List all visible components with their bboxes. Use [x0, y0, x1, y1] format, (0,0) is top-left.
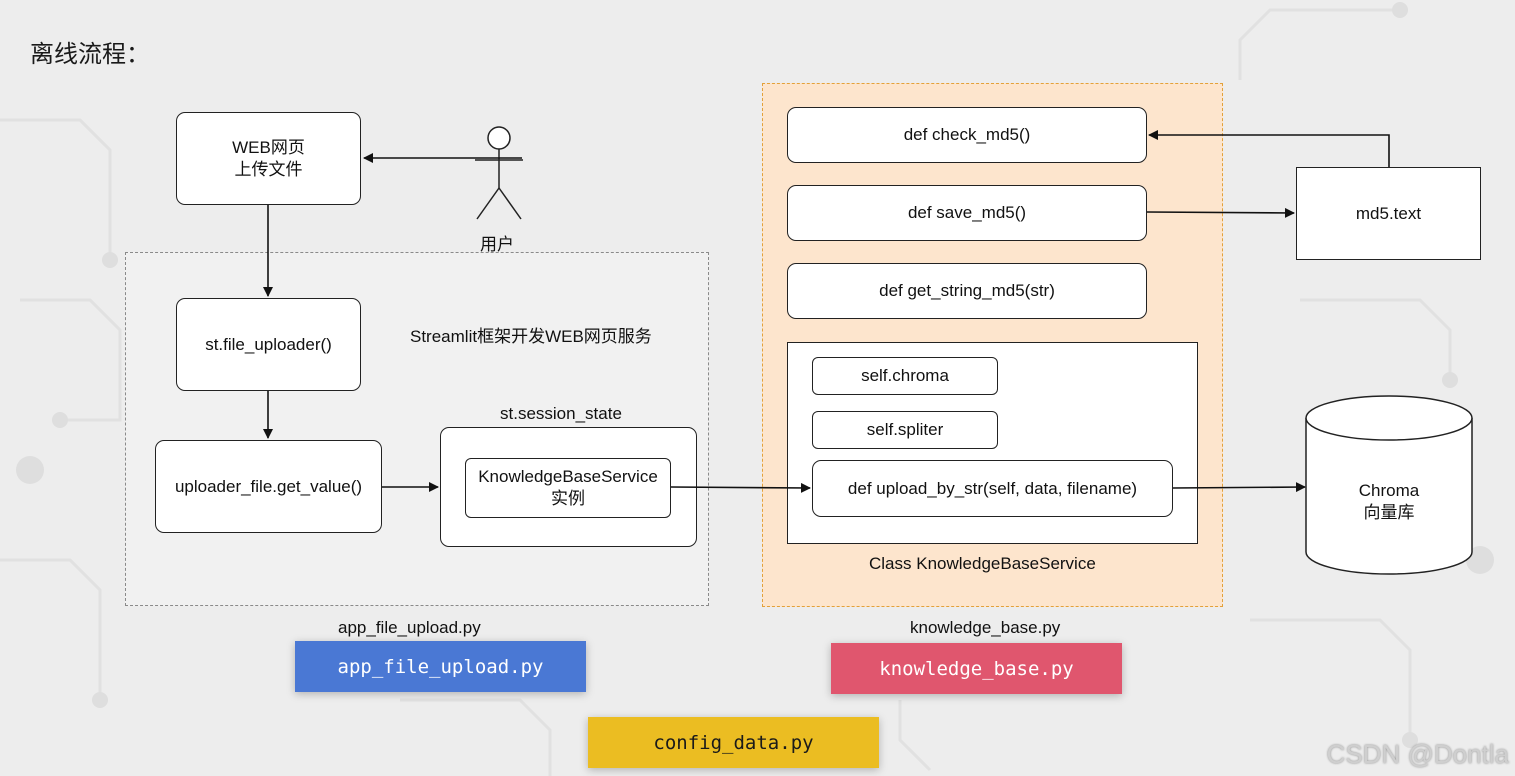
self-spliter-text: self.spliter: [866, 420, 944, 439]
session-state-label: st.session_state: [500, 404, 622, 423]
knowledge-base-button[interactable]: knowledge_base.py: [831, 643, 1122, 694]
config-data-button[interactable]: config_data.py: [588, 717, 879, 768]
class-label: Class KnowledgeBaseService: [869, 554, 1096, 573]
app-file-upload-button[interactable]: app_file_upload.py: [295, 641, 586, 692]
csdn-watermark: CSDN @Dontla: [1326, 739, 1509, 769]
md5-text-node: md5.text: [1296, 167, 1481, 260]
get-value-text: uploader_file.get_value(): [174, 476, 363, 496]
chroma-line1: Chroma: [1358, 481, 1420, 500]
upload-by-str-node: def upload_by_str(self, data, filename): [812, 460, 1173, 517]
right-caption: knowledge_base.py: [910, 618, 1061, 637]
self-chroma-node: self.chroma: [812, 357, 998, 395]
left-caption: app_file_upload.py: [338, 618, 481, 637]
save-md5-text: def save_md5(): [907, 203, 1027, 222]
get-string-md5-text: def get_string_md5(str): [879, 281, 1055, 300]
chroma-label: Chroma 向量库: [1300, 480, 1478, 524]
user-label: 用户: [480, 235, 514, 254]
kbs-instance-node: KnowledgeBaseService 实例: [465, 458, 671, 518]
check-md5-text: def check_md5(): [903, 125, 1031, 144]
self-chroma-text: self.chroma: [861, 366, 949, 385]
user-actor-icon: [475, 126, 523, 220]
get-string-md5-node: def get_string_md5(str): [787, 263, 1147, 319]
web-upload-node: WEB网页 上传文件: [176, 112, 361, 205]
save-md5-node: def save_md5(): [787, 185, 1147, 241]
web-upload-line2: 上传文件: [234, 159, 303, 179]
web-upload-line1: WEB网页: [232, 137, 305, 157]
chroma-line2: 向量库: [1363, 503, 1415, 522]
streamlit-group-label: Streamlit框架开发WEB网页服务: [410, 327, 652, 346]
get-value-node: uploader_file.get_value(): [155, 440, 382, 533]
file-uploader-node: st.file_uploader(): [176, 298, 361, 391]
kbs-instance-line1: KnowledgeBaseService: [478, 467, 658, 486]
kbs-instance-line2: 实例: [551, 489, 585, 508]
chroma-database-icon: [1305, 395, 1473, 575]
upload-by-str-text: def upload_by_str(self, data, filename): [847, 478, 1138, 498]
self-spliter-node: self.spliter: [812, 411, 998, 449]
file-uploader-text: st.file_uploader(): [205, 334, 332, 354]
md5-text-label: md5.text: [1355, 203, 1422, 223]
check-md5-node: def check_md5(): [787, 107, 1147, 163]
page-title: 离线流程：: [30, 41, 150, 68]
